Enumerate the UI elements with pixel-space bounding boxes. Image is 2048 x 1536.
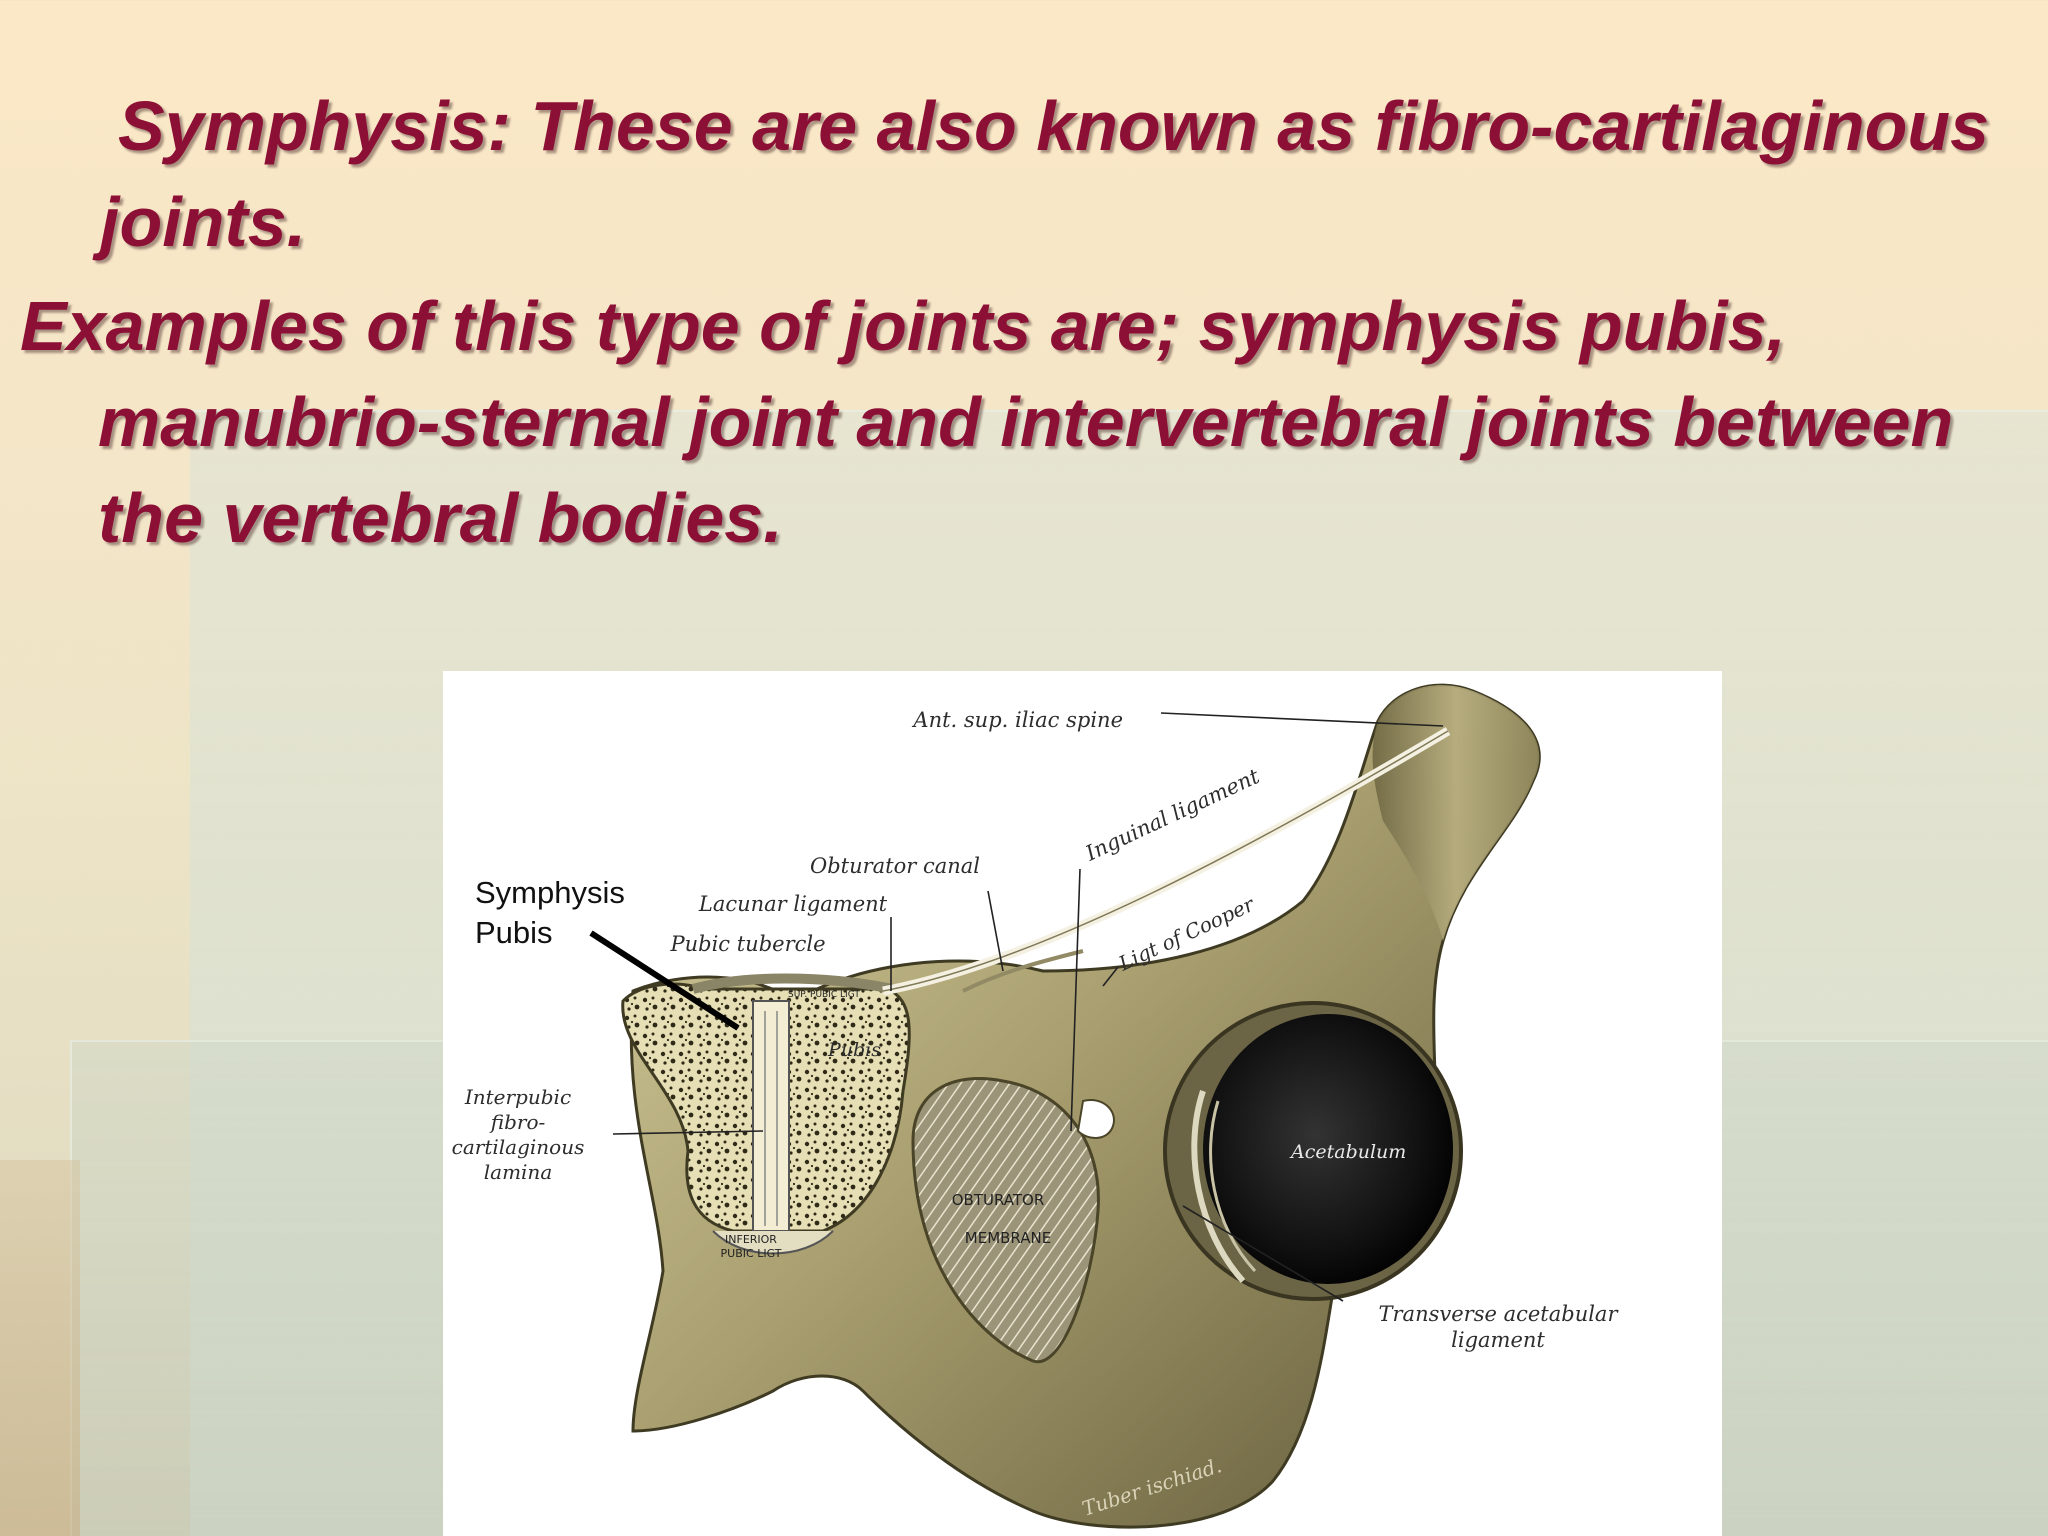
label-ant-sup-iliac-spine: Ant. sup. iliac spine	[911, 708, 1123, 732]
pelvis-illustration: Ant. sup. iliac spine Inguinal ligament …	[443, 671, 1722, 1536]
label-pubic-ligt: PUBIC LIGT	[721, 1247, 782, 1260]
background-corner	[0, 1160, 80, 1536]
label-interpubic: Interpubic	[464, 1085, 571, 1109]
label-membrane: MEMBRANE	[965, 1229, 1051, 1247]
label-pubis: Pubis	[475, 915, 553, 950]
label-cartilaginous: cartilaginous	[452, 1135, 585, 1159]
label-pubis-bone: Pubis	[827, 1039, 881, 1061]
label-inferior: INFERIOR	[725, 1233, 777, 1246]
label-obturator: OBTURATOR	[952, 1191, 1045, 1209]
acetabulum-socket	[1203, 1014, 1453, 1284]
label-ligament: ligament	[1451, 1328, 1545, 1352]
definition-paragraph: Symphysis: These are also known as fibro…	[100, 87, 1990, 261]
label-sup-pubic-ligt: SUP. PUBIC LIGT	[788, 990, 860, 1000]
obturator-membrane	[911, 1077, 1100, 1364]
label-fibro: fibro-	[489, 1110, 546, 1134]
label-lacunar-ligament: Lacunar ligament	[698, 892, 888, 916]
interpubic-lamina	[752, 1000, 790, 1232]
slide-body: Symphysis: These are also known as fibro…	[20, 78, 2000, 566]
label-lamina: lamina	[484, 1160, 553, 1184]
label-symphysis: Symphysis	[475, 875, 625, 910]
label-acetabulum: Acetabulum	[1289, 1141, 1406, 1163]
pelvis-drawing: Ant. sup. iliac spine Inguinal ligament …	[452, 683, 1620, 1529]
label-obturator-canal: Obturator canal	[810, 854, 980, 878]
label-pubic-tubercle: Pubic tubercle	[669, 932, 825, 956]
examples-paragraph: Examples of this type of joints are; sym…	[20, 287, 1954, 557]
label-transverse-acetabular: Transverse acetabular	[1379, 1302, 1620, 1326]
